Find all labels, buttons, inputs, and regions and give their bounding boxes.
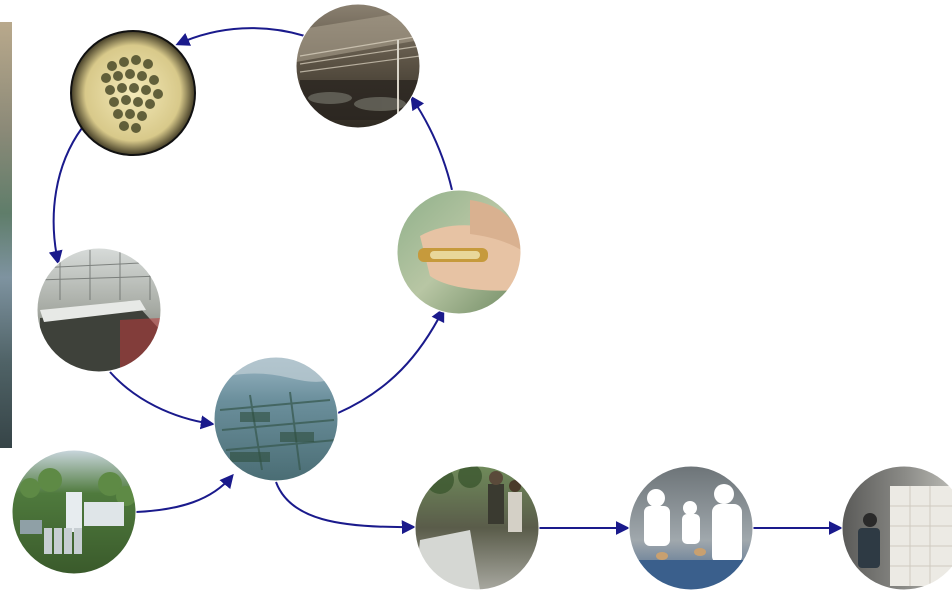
arrow-hatchery-to-microscope: [175, 27, 306, 46]
packaging-photo: [841, 465, 952, 591]
arrow-aerial-to-hand: [337, 307, 445, 414]
hand-sample-photo: [396, 189, 522, 315]
arrow-microscope-to-greenhouse: [48, 127, 83, 265]
aerial-pond-photo: [213, 356, 339, 482]
arrow-greenhouse-to-aerial: [109, 371, 215, 430]
greenhouse-pond-photo: [36, 247, 162, 373]
arrow-aerial-to-harvest: [275, 481, 416, 535]
harvest-photo: [414, 465, 540, 591]
hatchery-shed-photo: [295, 3, 421, 129]
connector-arrows: [48, 27, 843, 535]
arrow-hand-to-hatchery: [410, 95, 453, 191]
side-photo-strip: [0, 22, 12, 448]
arrow-mill-to-aerial: [135, 473, 234, 513]
processing-photo: [628, 465, 754, 591]
feed-mill-photo: [11, 449, 137, 575]
larvae-microscope-photo: [70, 30, 196, 156]
